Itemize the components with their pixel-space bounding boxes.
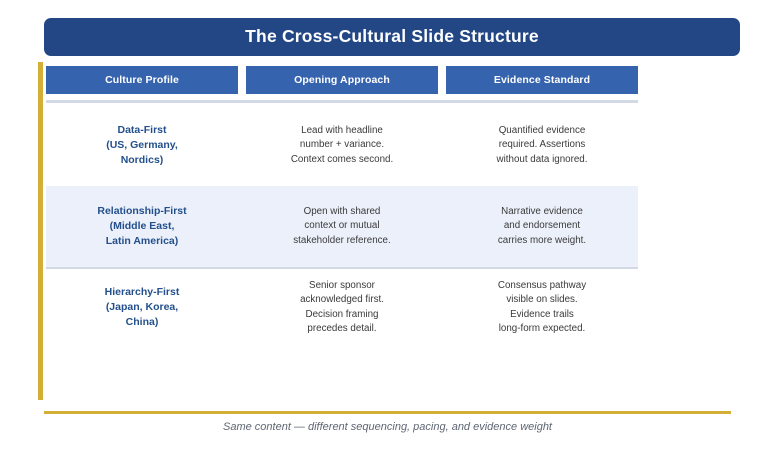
page-title: The Cross-Cultural Slide Structure: [245, 26, 539, 47]
column-header-culture-profile: Culture Profile: [46, 66, 238, 94]
row-separator: [46, 267, 638, 269]
cell-culture-profile: Hierarchy-First(Japan, Korea,China): [104, 286, 180, 328]
gold-accent-bar: [38, 62, 43, 400]
table-header-row: Culture Profile Opening Approach Evidenc…: [46, 66, 638, 94]
column-header-evidence-standard: Evidence Standard: [446, 66, 638, 94]
footer-gold-rule: [44, 411, 731, 414]
slide-title-banner: The Cross-Cultural Slide Structure: [44, 18, 740, 56]
table-row: Hierarchy-First(Japan, Korea,China) Seni…: [46, 267, 638, 348]
cell-culture-profile: Data-First(US, Germany,Nordics): [106, 124, 178, 166]
header-underline: [46, 100, 638, 103]
table-row: Data-First(US, Germany,Nordics) Lead wit…: [46, 105, 638, 188]
footer-caption: Same content — different sequencing, pac…: [223, 421, 552, 433]
table-row: Relationship-First(Middle East,Latin Ame…: [46, 186, 638, 269]
column-header-opening-approach: Opening Approach: [246, 66, 438, 94]
table-body: Data-First(US, Germany,Nordics) Lead wit…: [46, 105, 638, 348]
cell-culture-profile: Relationship-First(Middle East,Latin Ame…: [97, 205, 187, 247]
comparison-table: Culture Profile Opening Approach Evidenc…: [46, 66, 638, 334]
